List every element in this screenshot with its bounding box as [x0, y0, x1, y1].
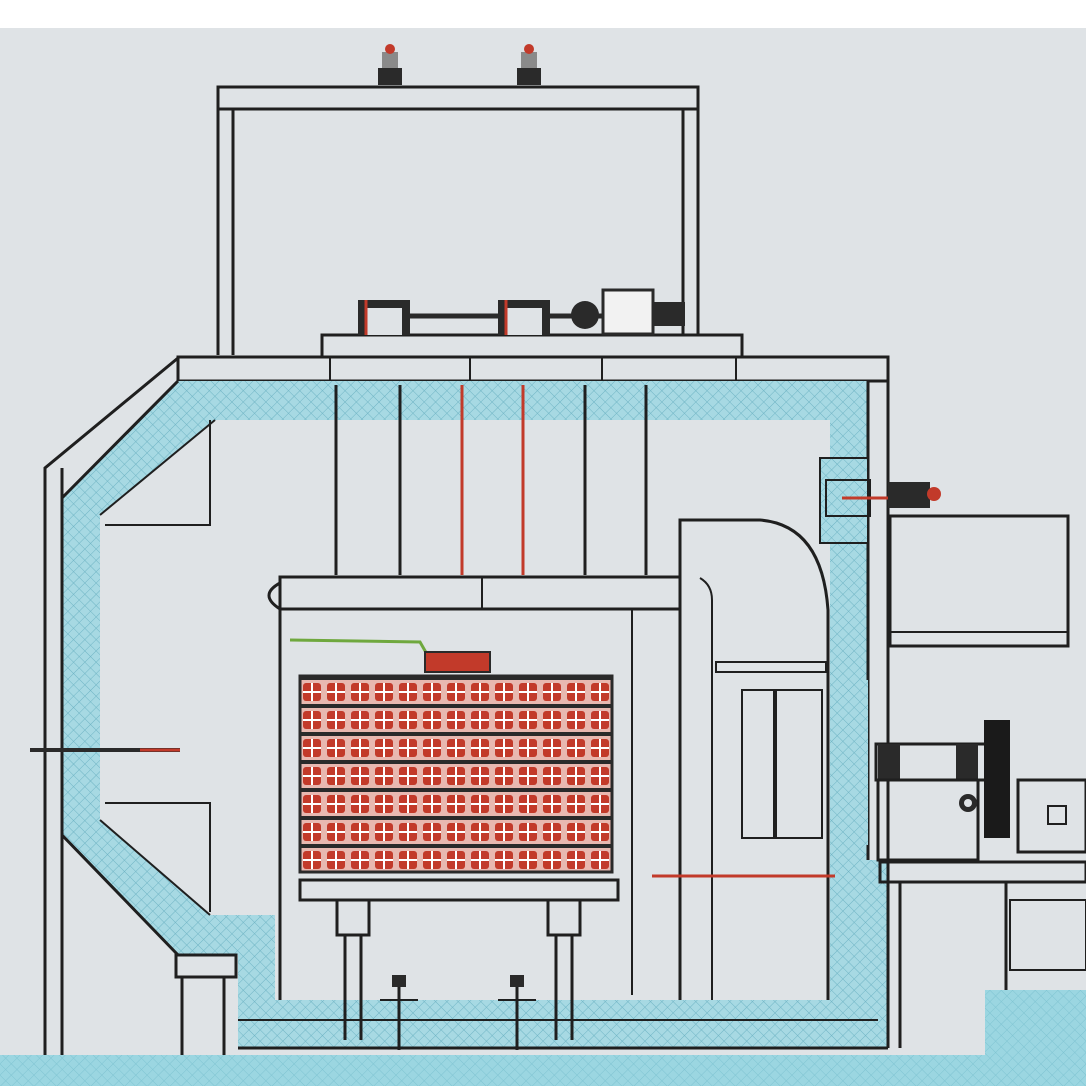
hanger-rods: [334, 385, 648, 575]
floor-band-hatch: [0, 990, 1086, 1086]
floor-fixture: [498, 975, 536, 1050]
right-machine: [874, 720, 1086, 1048]
heating-grid-header: [424, 651, 491, 673]
insulation-layer: [62, 381, 888, 1048]
top-white-strip: [0, 0, 1086, 28]
heating-grid: [298, 651, 614, 874]
side-duct: [652, 518, 835, 1000]
roof-fan-icon: [517, 44, 541, 85]
roof-fan-icon: [378, 44, 402, 85]
left-foot: [174, 953, 238, 1055]
roof-frame: [216, 85, 700, 355]
tray-supports: [335, 898, 582, 1040]
right-control-box: [888, 514, 1070, 648]
floor-fixture: [380, 975, 418, 1050]
floor-fixtures: [238, 975, 888, 1050]
drive-motor: [320, 288, 744, 359]
roof-fan-pair: [378, 44, 541, 85]
right-fitting: [819, 457, 941, 845]
